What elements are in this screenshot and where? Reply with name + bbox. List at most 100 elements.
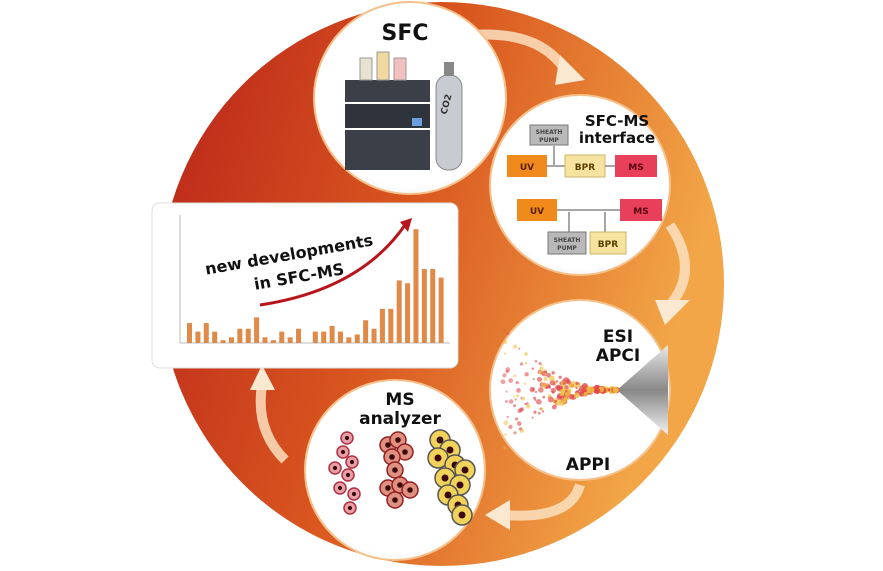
analyzer-title-line1: MS <box>385 390 414 410</box>
chart-bar <box>287 337 293 343</box>
ion-droplet <box>529 386 536 393</box>
ion-droplet <box>518 347 521 350</box>
chart-bar <box>421 269 427 343</box>
ion-droplet <box>544 373 547 376</box>
ion-charge-icon <box>446 446 454 454</box>
ion-charge-icon <box>444 491 452 499</box>
ion-droplet <box>540 363 543 366</box>
ion-droplet <box>541 382 547 388</box>
ion-droplet <box>566 379 569 383</box>
ion-droplet <box>538 362 542 365</box>
ion-droplet <box>515 417 519 421</box>
ion-droplet <box>508 399 514 404</box>
ion-droplet <box>500 379 506 385</box>
ion-droplet <box>524 352 528 356</box>
ion-droplet <box>562 381 566 386</box>
bpr-label: BPR <box>598 240 618 250</box>
interface-title-line1: SFC-MS <box>585 112 649 130</box>
trend-arrow-head-icon <box>400 218 412 232</box>
sfc-title: SFC <box>381 21 428 46</box>
ion-charge-icon <box>337 485 343 491</box>
uv-label: UV <box>520 163 534 173</box>
ion-droplet <box>539 407 543 411</box>
ion-droplet <box>513 431 517 435</box>
esi-label: ESI <box>603 327 633 347</box>
arrow-head-icon <box>250 365 275 390</box>
trend-arrow <box>259 224 407 307</box>
chart-bar <box>312 331 318 343</box>
ion-droplet <box>548 386 551 389</box>
ion-charge-icon <box>349 459 355 465</box>
ion-droplet <box>518 407 524 413</box>
ion-droplet <box>503 420 509 426</box>
ion-droplet <box>565 390 568 393</box>
ion-charge-icon <box>461 466 469 474</box>
analyzer-title-line2: analyzer <box>359 409 441 429</box>
publication-chart-inset: new developments in SFC-MS <box>151 202 459 369</box>
ion-charge-icon <box>456 481 464 489</box>
analyzer-panel: MS analyzer <box>304 379 486 561</box>
chart-bar <box>438 277 444 343</box>
chart-bar <box>321 331 327 343</box>
co2-cylinder-icon: CO2 <box>435 62 463 171</box>
ion-droplet <box>534 398 537 402</box>
ion-droplet <box>568 383 574 389</box>
ion-droplet <box>506 332 510 336</box>
chart-bars <box>187 229 444 343</box>
ion-charge-icon <box>395 437 401 443</box>
chart-bar <box>363 320 369 343</box>
ion-charge-icon <box>344 435 350 441</box>
chart-bar <box>228 337 234 343</box>
ion-droplet <box>537 411 541 415</box>
ion-droplet <box>587 390 590 394</box>
ion-droplet <box>551 371 555 375</box>
ion-droplet <box>533 410 537 414</box>
sheath-pump-label: SHEATH <box>536 129 563 136</box>
ion-charge-icon <box>392 497 398 503</box>
ion-droplet <box>506 415 509 419</box>
ion-droplet <box>538 387 544 393</box>
ion-droplet <box>536 376 543 382</box>
ion-charge-icon <box>397 482 403 488</box>
ion-droplet <box>549 379 556 386</box>
ion-droplet <box>534 390 538 394</box>
arrow-head-icon <box>485 500 510 530</box>
ion-droplet <box>542 395 546 399</box>
ion-spray <box>500 329 620 450</box>
arrow-interface-to-ion <box>665 222 690 309</box>
spray-nozzle-icon <box>617 345 668 435</box>
ion-charge-icon <box>458 511 466 519</box>
ion-droplet <box>607 388 611 392</box>
sheath-pump-label: PUMP <box>557 245 577 252</box>
ion-charge-icon <box>332 465 338 471</box>
ion-droplet <box>520 396 523 399</box>
arrow-head-icon <box>655 300 690 325</box>
ion-droplet <box>573 392 580 399</box>
ion-droplet <box>519 362 524 366</box>
ion-droplet <box>512 344 518 349</box>
ion-droplet <box>502 373 507 378</box>
ion-droplet <box>555 380 559 383</box>
ion-charge-icon <box>407 487 413 493</box>
uv-label: UV <box>530 207 544 217</box>
ion-clusters <box>328 429 476 526</box>
ion-droplet <box>524 361 528 365</box>
ion-droplet <box>516 388 521 393</box>
ms-label: MS <box>633 207 648 217</box>
ion-droplet <box>513 374 517 378</box>
ion-droplet <box>508 424 513 430</box>
ion-droplet <box>531 367 534 370</box>
chart-bar <box>354 334 360 343</box>
chart-bar <box>270 340 276 343</box>
ion-charge-icon <box>340 449 346 455</box>
ion-droplet <box>539 366 544 371</box>
ion-droplet <box>524 402 527 406</box>
chart-bar <box>212 331 218 343</box>
chart-bar <box>346 337 352 343</box>
ion-droplet <box>502 339 508 345</box>
ion-charge-icon <box>441 474 449 482</box>
arrow-analyzer-to-chart <box>255 384 289 464</box>
chart-bar <box>371 328 377 343</box>
ion-charge-icon <box>392 467 398 473</box>
ion-droplet <box>512 404 517 408</box>
